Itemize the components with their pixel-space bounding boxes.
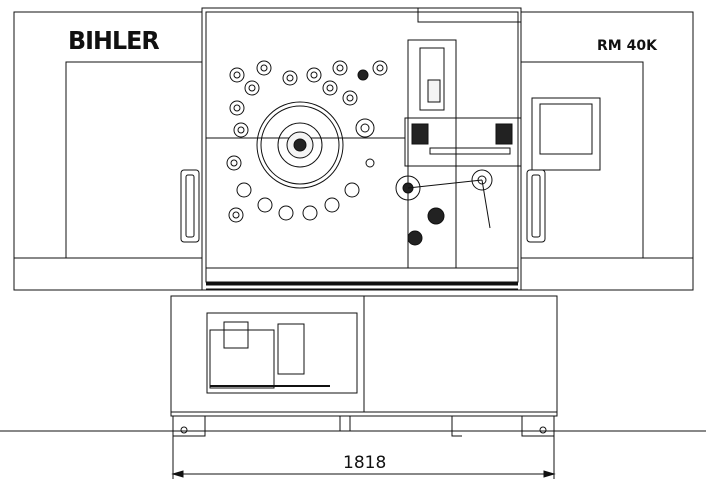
tool-stations — [226, 60, 388, 223]
model-label: RM 40K — [597, 38, 657, 54]
dimension-line — [171, 436, 556, 479]
bihler-logo: BIHLER — [68, 26, 160, 55]
width-dimension-label: 1818 — [343, 453, 387, 473]
feed-mechanism — [395, 39, 522, 269]
center-panel — [201, 7, 522, 291]
machine-feet — [170, 411, 558, 437]
left-housing — [13, 11, 203, 291]
right-housing — [520, 11, 694, 291]
lower-cabinet — [170, 295, 558, 413]
turntable — [256, 101, 344, 189]
